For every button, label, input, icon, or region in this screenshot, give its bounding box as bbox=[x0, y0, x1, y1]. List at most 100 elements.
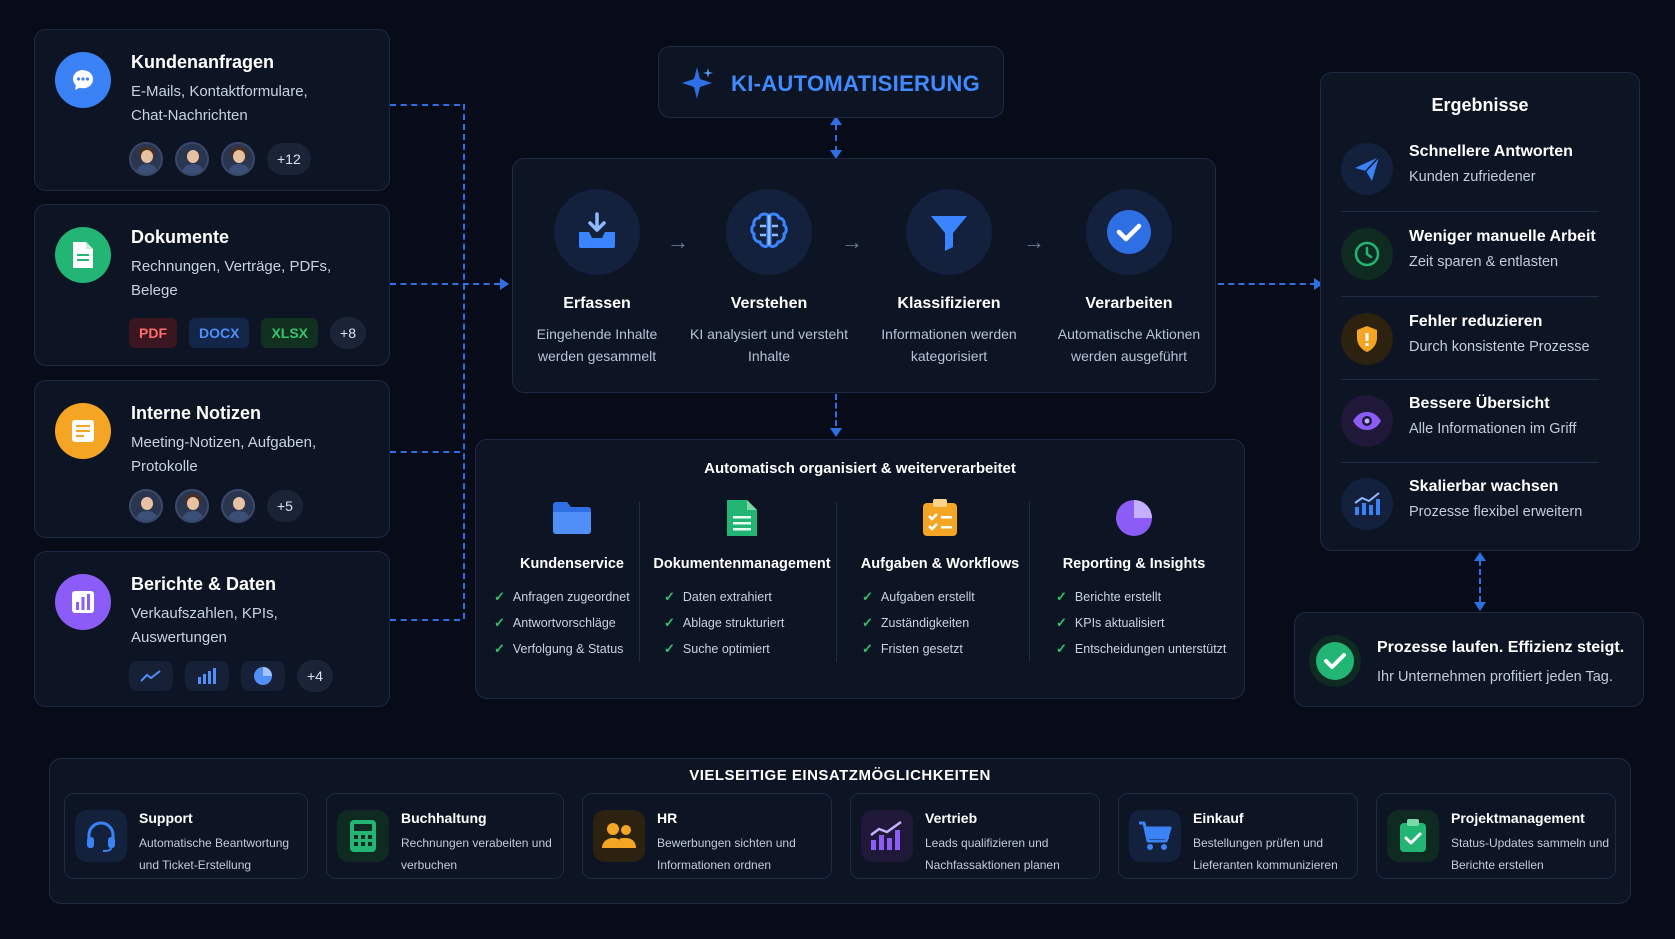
shopping-cart-icon bbox=[1129, 810, 1181, 862]
usecase-card-hr[interactable]: HR Bewerbungen sichten und Informationen… bbox=[582, 793, 832, 879]
eye-icon bbox=[1341, 395, 1393, 447]
list-item: ✓Fristen gesetzt bbox=[862, 641, 963, 656]
avatar bbox=[129, 489, 163, 523]
banner-subtitle: Ihr Unternehmen profitiert jeden Tag. bbox=[1377, 669, 1613, 685]
check-icon: ✓ bbox=[1056, 589, 1067, 604]
source-title: Interne Notizen bbox=[131, 403, 262, 423]
results-panel: Ergebnisse Schnellere Antworten Kunden z… bbox=[1320, 72, 1640, 551]
divider bbox=[639, 502, 640, 662]
source-card-berichte-daten[interactable]: Berichte & Daten Verkaufszahlen, KPIs, A… bbox=[34, 551, 390, 707]
divider bbox=[836, 502, 837, 662]
divider bbox=[1341, 211, 1599, 212]
document-icon bbox=[652, 496, 832, 540]
step-title: Erfassen bbox=[563, 295, 631, 312]
list-item: ✓Ablage strukturiert bbox=[664, 615, 785, 630]
check-icon: ✓ bbox=[494, 641, 505, 656]
result-item: Fehler reduzieren Durch konsistente Proz… bbox=[1341, 305, 1611, 379]
note-icon bbox=[55, 403, 111, 459]
clipboard-checklist-icon bbox=[850, 496, 1030, 540]
tag-pdf: PDF bbox=[129, 318, 177, 348]
step-verstehen: Verstehen KI analysiert und versteht Inh… bbox=[689, 189, 849, 367]
list-item: ✓Zuständigkeiten bbox=[862, 615, 970, 630]
shield-icon bbox=[1341, 313, 1393, 365]
list-item: ✓Suche optimiert bbox=[664, 641, 770, 656]
trend-line-icon bbox=[129, 661, 173, 691]
check-icon: ✓ bbox=[494, 615, 505, 630]
more-count-badge: +5 bbox=[267, 490, 303, 522]
pipeline-panel: Erfassen Eingehende Inhalte werden gesam… bbox=[512, 158, 1216, 393]
check-icon: ✓ bbox=[862, 641, 873, 656]
sales-chart-icon bbox=[861, 810, 913, 862]
check-icon: ✓ bbox=[1056, 615, 1067, 630]
result-item: Weniger manuelle Arbeit Zeit sparen & en… bbox=[1341, 220, 1611, 294]
step-title: Verarbeiten bbox=[1085, 295, 1173, 312]
source-card-kundenanfragen[interactable]: Kundenanfragen E-Mails, Kontaktformulare… bbox=[34, 29, 390, 191]
column-title: Reporting & Insights bbox=[1062, 556, 1206, 572]
tag-xlsx: XLSX bbox=[261, 318, 319, 348]
result-item: Skalierbar wachsen Prozesse flexibel erw… bbox=[1341, 470, 1611, 544]
avatar bbox=[221, 142, 255, 176]
organized-title: Automatisch organisiert & weiterverarbei… bbox=[704, 460, 1016, 477]
document-icon bbox=[55, 227, 111, 283]
step-description: Eingehende Inhalte werden gesammelt bbox=[536, 326, 658, 364]
bar-chart-icon bbox=[55, 574, 111, 630]
success-check-icon bbox=[1309, 635, 1361, 687]
pie-chart-icon bbox=[241, 661, 285, 691]
list-item: ✓Anfragen zugeordnet bbox=[494, 589, 630, 604]
tag-docx: DOCX bbox=[189, 318, 250, 348]
check-icon: ✓ bbox=[664, 589, 675, 604]
usecase-card-einkauf[interactable]: Einkauf Bestellungen prüfen und Lieferan… bbox=[1118, 793, 1358, 879]
source-description: Verkaufszahlen, KPIs, Auswertungen bbox=[131, 605, 278, 646]
result-item: Bessere Übersicht Alle Informationen im … bbox=[1341, 387, 1611, 461]
step-title: Klassifizieren bbox=[897, 295, 1001, 312]
column-kundenservice: Kundenservice ✓Anfragen zugeordnet ✓Antw… bbox=[482, 496, 662, 662]
result-item: Schnellere Antworten Kunden zufriedener bbox=[1341, 135, 1611, 209]
success-banner: Prozesse laufen. Effizienz steigt. Ihr U… bbox=[1294, 612, 1644, 707]
list-item: ✓Verfolgung & Status bbox=[494, 641, 624, 656]
avatar bbox=[129, 142, 163, 176]
usecase-card-projektmanagement[interactable]: Projektmanagement Status-Updates sammeln… bbox=[1376, 793, 1616, 879]
check-icon: ✓ bbox=[862, 589, 873, 604]
check-icon: ✓ bbox=[494, 589, 505, 604]
check-icon: ✓ bbox=[664, 641, 675, 656]
column-dokumentenmanagement: Dokumentenmanagement ✓Daten extrahiert ✓… bbox=[652, 496, 832, 662]
column-list: ✓Daten extrahiert ✓Ablage strukturiert ✓… bbox=[664, 584, 832, 662]
source-title: Dokumente bbox=[131, 227, 230, 247]
column-aufgaben-workflows: Aufgaben & Workflows ✓Aufgaben erstellt … bbox=[850, 496, 1030, 662]
avatar-group: +12 bbox=[129, 142, 311, 176]
step-description: Automatische Aktionen werden ausgeführt bbox=[1057, 326, 1201, 364]
arrow-right-icon: → bbox=[667, 229, 689, 254]
column-reporting-insights: Reporting & Insights ✓Berichte erstellt … bbox=[1044, 496, 1226, 662]
more-count-badge: +12 bbox=[267, 143, 311, 175]
data-chip-group: +4 bbox=[129, 660, 333, 692]
source-description: E-Mails, Kontaktformulare, Chat-Nachrich… bbox=[131, 83, 308, 124]
usecase-card-buchhaltung[interactable]: Buchhaltung Rechnungen verabeiten und ve… bbox=[326, 793, 564, 879]
column-list: ✓Anfragen zugeordnet ✓Antwortvorschläge … bbox=[494, 584, 662, 662]
source-card-dokumente[interactable]: Dokumente Rechnungen, Verträge, PDFs, Be… bbox=[34, 204, 390, 366]
list-item: ✓KPIs aktualisiert bbox=[1056, 615, 1165, 630]
usecases-panel: VIELSEITIGE EINSATZMÖGLICHKEITEN Support… bbox=[49, 758, 1631, 904]
step-description: Informationen werden kategorisiert bbox=[881, 326, 1017, 364]
column-title: Dokumentenmanagement bbox=[653, 556, 831, 572]
divider bbox=[1341, 296, 1599, 297]
column-title: Aufgaben & Workflows bbox=[860, 556, 1020, 572]
step-title: Verstehen bbox=[730, 295, 808, 312]
column-title: Kundenservice bbox=[520, 556, 624, 572]
results-title: Ergebnisse bbox=[1431, 95, 1529, 115]
inbox-download-icon bbox=[554, 189, 640, 275]
list-item: ✓Daten extrahiert bbox=[664, 589, 772, 604]
folder-icon bbox=[482, 496, 662, 540]
list-item: ✓Berichte erstellt bbox=[1056, 589, 1162, 604]
page-title: KI-AUTOMATISIERUNG bbox=[731, 71, 981, 96]
arrow-right-icon: → bbox=[1023, 229, 1045, 254]
usecase-card-support[interactable]: Support Automatische Beantwortung und Ti… bbox=[64, 793, 308, 879]
divider bbox=[1029, 502, 1030, 662]
more-count-badge: +8 bbox=[330, 317, 366, 349]
usecase-card-vertrieb[interactable]: Vertrieb Leads qualifizieren und Nachfas… bbox=[850, 793, 1100, 879]
source-description: Rechnungen, Verträge, PDFs, Belege bbox=[131, 258, 332, 299]
checkmark-icon bbox=[1086, 189, 1172, 275]
column-list: ✓Aufgaben erstellt ✓Zuständigkeiten ✓Fri… bbox=[862, 584, 1030, 662]
bar-chart-icon bbox=[185, 661, 229, 691]
source-card-interne-notizen[interactable]: Interne Notizen Meeting-Notizen, Aufgabe… bbox=[34, 380, 390, 538]
avatar bbox=[221, 489, 255, 523]
